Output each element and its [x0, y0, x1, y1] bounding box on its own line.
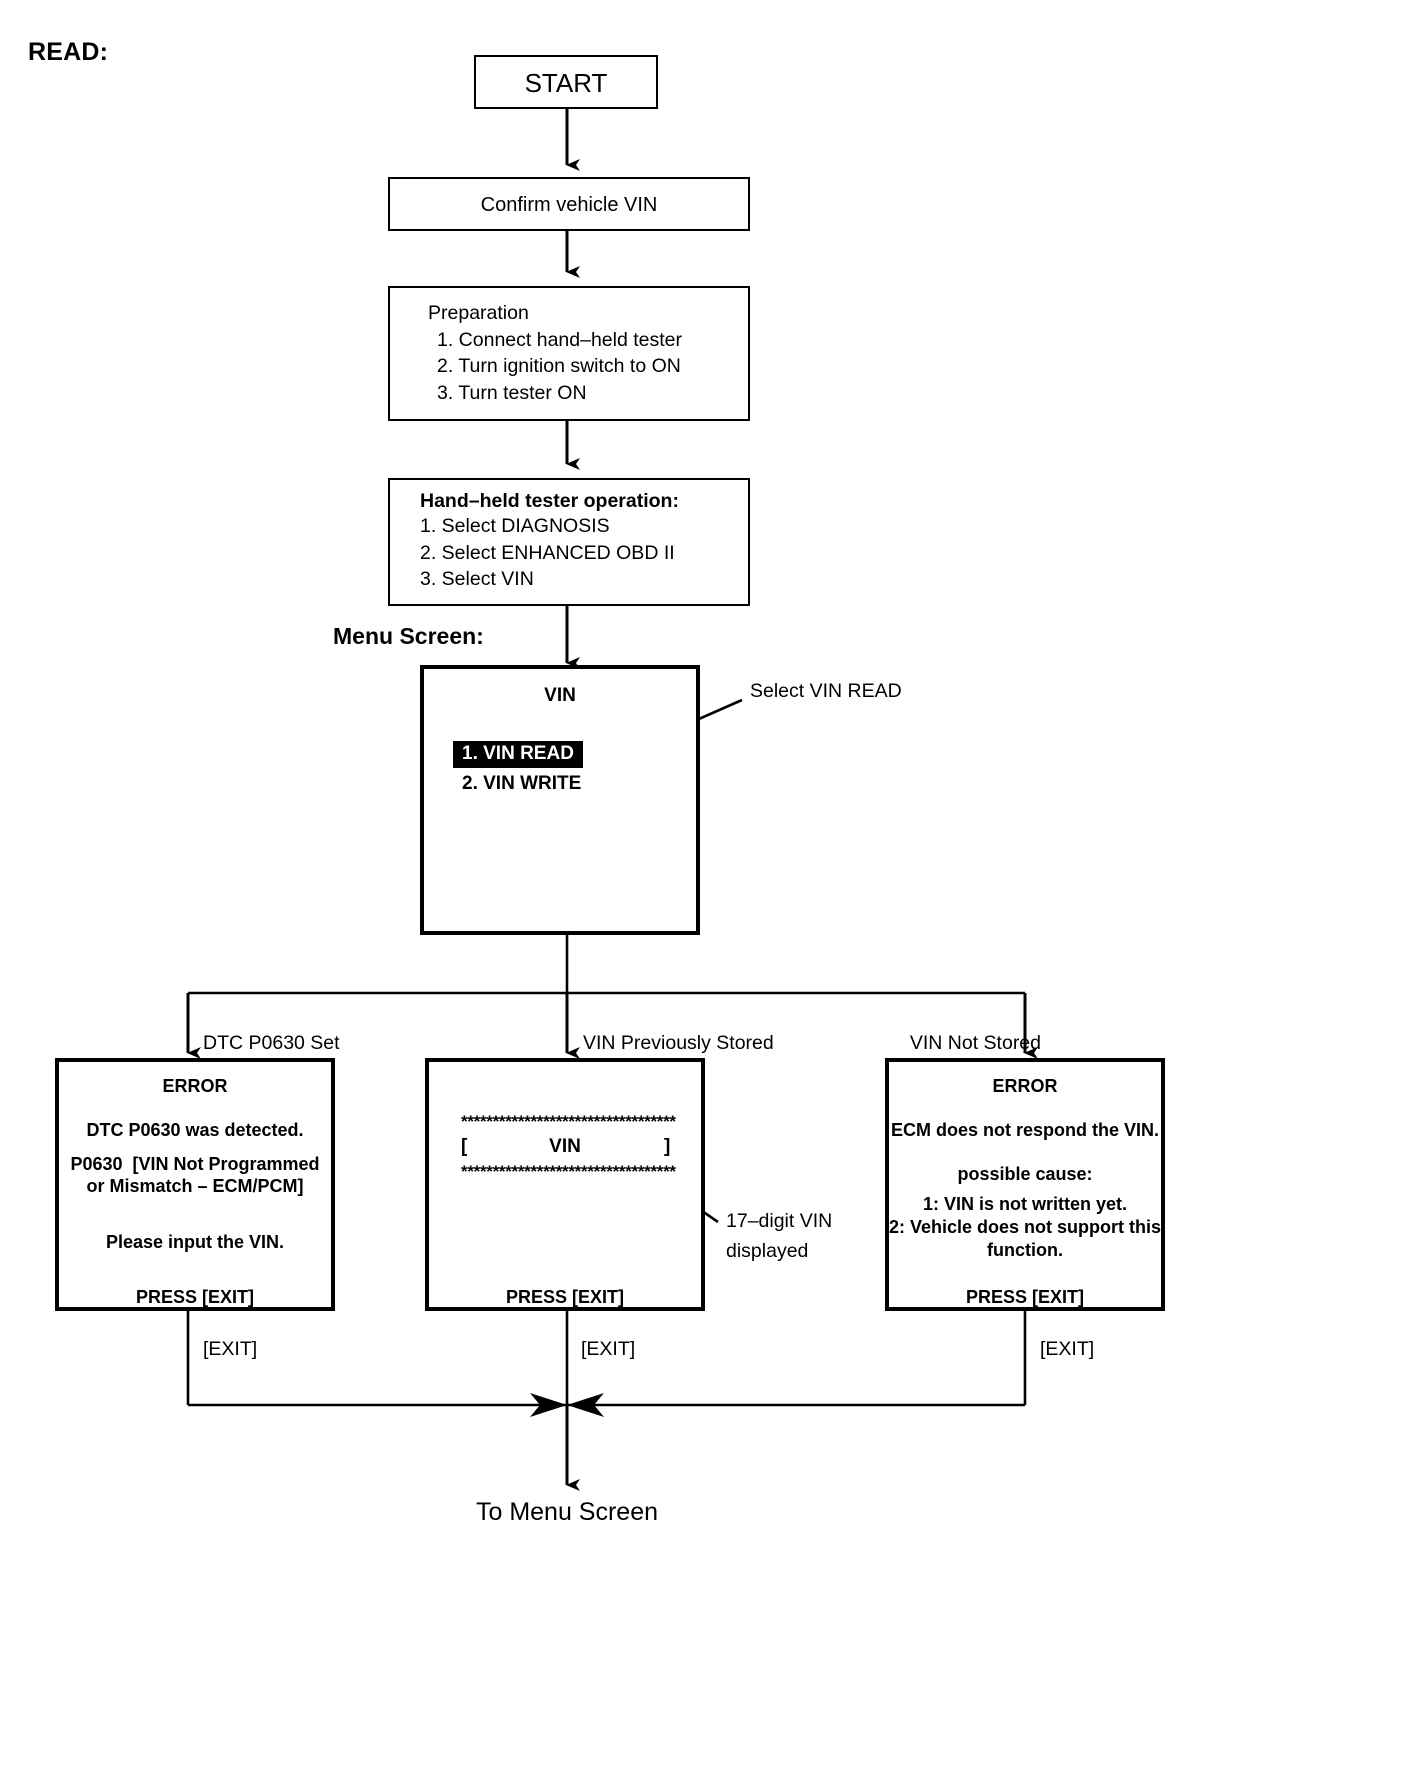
error-dtc-footer: PRESS [EXIT]: [135, 1287, 255, 1307]
branch-label-dtc-set: DTC P0630 Set: [203, 1032, 340, 1054]
callout-17-digit-vin-line-2: displayed: [726, 1240, 809, 1262]
page-title: READ:: [28, 38, 109, 66]
screen-vin-stored: ********************************** [ VIN…: [425, 1058, 705, 1311]
exit-label-middle: [EXIT]: [581, 1338, 636, 1360]
preparation-step-3: 3. Turn tester ON: [437, 381, 587, 404]
node-confirm-vehicle-vin: Confirm vehicle VIN: [388, 177, 750, 231]
vin-stored-footer: PRESS [EXIT]: [505, 1287, 625, 1307]
vin-stored-bracket-close: ]: [664, 1136, 671, 1157]
menu-item-vin-read[interactable]: 1. VIN READ: [453, 741, 583, 768]
screen-error-dtc-p0630: ERROR DTC P0630 was detected. P0630 [VIN…: [55, 1058, 335, 1311]
menu-item-vin-write[interactable]: 2. VIN WRITE: [462, 773, 582, 794]
node-start-label: START: [524, 68, 608, 98]
error-dtc-line-1: DTC P0630 was detected.: [86, 1120, 304, 1140]
tester-operation-step-1: 1. Select DIAGNOSIS: [420, 515, 610, 537]
error-no-response-line-2: possible cause:: [957, 1164, 1093, 1184]
error-no-response-footer: PRESS [EXIT]: [965, 1287, 1085, 1307]
merge-arrowhead-left: [530, 1393, 567, 1417]
callout-select-vin-read: Select VIN READ: [750, 680, 902, 702]
vin-stored-stars-top: **********************************: [461, 1112, 676, 1131]
error-no-response-line-4: 2: Vehicle does not support this: [889, 1217, 1162, 1237]
vin-stored-stars-bottom: **********************************: [461, 1162, 676, 1181]
error-dtc-title: ERROR: [162, 1076, 228, 1096]
error-dtc-line-4: Please input the VIN.: [105, 1232, 285, 1252]
footer-to-menu-screen: To Menu Screen: [475, 1498, 659, 1526]
vin-stored-bracket-open: [: [461, 1136, 468, 1157]
preparation-step-1: 1. Connect hand–held tester: [437, 328, 683, 351]
screen-vin-menu-title: VIN: [544, 685, 576, 706]
screen-vin-menu: VIN 1. VIN READ 2. VIN WRITE: [420, 665, 700, 935]
error-no-response-line-3: 1: VIN is not written yet.: [922, 1194, 1128, 1214]
screen-error-no-response: ERROR ECM does not respond the VIN. poss…: [885, 1058, 1165, 1311]
merge-arrowhead-right: [567, 1393, 604, 1417]
tester-operation-step-2: 2. Select ENHANCED OBD II: [420, 541, 675, 564]
callout-17-digit-vin-line-1: 17–digit VIN: [726, 1210, 833, 1232]
error-no-response-line-1: ECM does not respond the VIN.: [890, 1120, 1159, 1140]
node-start: START: [474, 55, 658, 109]
branch-label-vin-not-stored: VIN Not Stored: [909, 1032, 1041, 1054]
exit-label-left: [EXIT]: [203, 1338, 258, 1360]
error-dtc-line-3: or Mismatch – ECM/PCM]: [86, 1176, 304, 1196]
preparation-heading: Preparation: [428, 302, 529, 324]
node-preparation: Preparation 1. Connect hand–held tester …: [388, 286, 750, 421]
error-no-response-line-5: function.: [987, 1240, 1063, 1260]
vin-stored-vin-label: VIN: [549, 1136, 581, 1157]
exit-label-right: [EXIT]: [1040, 1338, 1095, 1360]
error-no-response-title: ERROR: [992, 1076, 1058, 1096]
tester-operation-step-3: 3. Select VIN: [420, 568, 534, 591]
error-dtc-line-2: P0630 [VIN Not Programmed: [70, 1154, 320, 1174]
node-tester-operation: Hand–held tester operation: 1. Select DI…: [388, 478, 750, 606]
node-confirm-vehicle-vin-label: Confirm vehicle VIN: [480, 194, 658, 216]
preparation-step-2: 2. Turn ignition switch to ON: [437, 355, 681, 378]
tester-operation-heading: Hand–held tester operation:: [420, 490, 679, 512]
menu-screen-caption: Menu Screen:: [333, 623, 484, 649]
branch-label-vin-previously-stored: VIN Previously Stored: [583, 1032, 774, 1054]
